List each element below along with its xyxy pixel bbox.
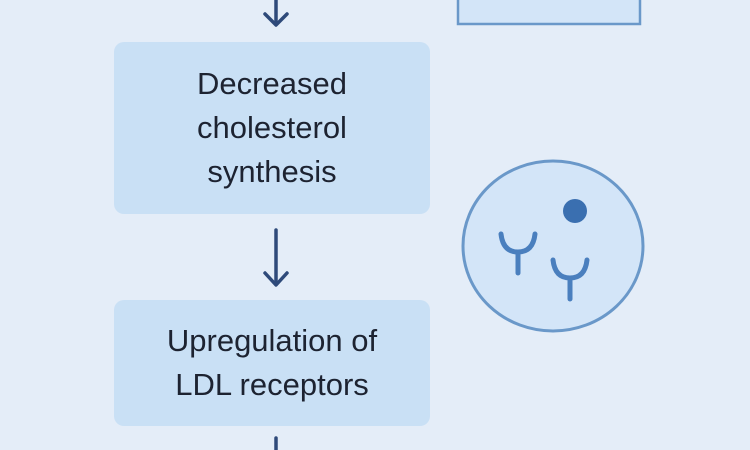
cell-partial-icon [456, 0, 642, 31]
flow-step-label: Upregulation of LDL receptors [167, 319, 377, 407]
flow-step-decreased-cholesterol-synthesis: Decreased cholesterol synthesis [114, 42, 430, 214]
arrow-down-icon [258, 436, 294, 450]
flow-step-upregulation-ldl-receptors: Upregulation of LDL receptors [114, 300, 430, 426]
label-line: LDL receptors [175, 367, 369, 402]
arrow-down-icon [258, 0, 294, 30]
label-line: Upregulation of [166, 323, 378, 358]
ldl-receptor-icon [550, 257, 590, 302]
cell-with-ldl-receptors-icon [461, 158, 647, 339]
label-line: Decreased [197, 66, 347, 101]
label-line: cholesterol [197, 110, 347, 145]
flow-step-label: Decreased cholesterol synthesis [197, 62, 347, 194]
ldl-particle-icon [563, 199, 587, 223]
label-line: synthesis [207, 154, 337, 189]
ldl-receptor-icon [498, 231, 538, 276]
arrow-down-icon [258, 226, 294, 290]
